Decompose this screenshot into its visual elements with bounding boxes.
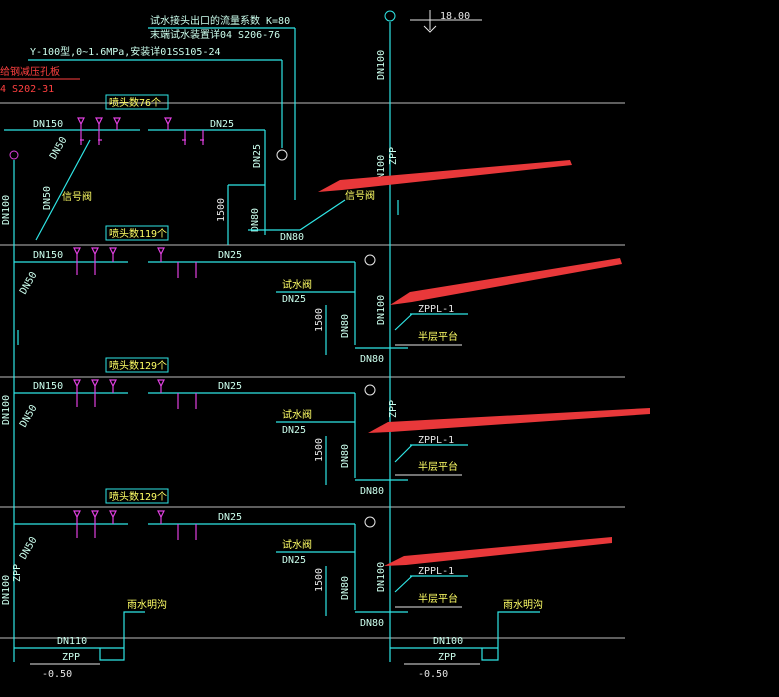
floor-block-2: 喷头数119个 DN150 DN25 DN50 试水阀 DN25 1500 DN… [14,225,468,365]
svg-text:DN100: DN100 [1,575,12,605]
svg-text:DN50: DN50 [42,186,53,210]
top-elevation: 18.00 DN100 [376,10,482,80]
pipe-label-dn25-1: DN25 [210,119,234,130]
svg-text:DN150: DN150 [33,250,63,261]
svg-text:ZPP: ZPP [438,652,456,663]
floor-block-1: 喷头数76个 DN150 DN25 DN25 1500 DN80 DN80 信号… [1,94,399,245]
note-test-outlet: 试水接头出口的流量系数 K=80 [150,14,290,27]
arrow-4 [384,537,612,566]
svg-text:DN80: DN80 [250,208,261,232]
elevation-top: 18.00 [440,11,470,22]
svg-text:DN25: DN25 [252,144,263,168]
bottom-label-dn110: DN110 [57,636,87,647]
svg-text:DN50: DN50 [18,535,40,561]
svg-text:1500: 1500 [216,198,227,222]
floor-lines [0,102,625,639]
arrow-2 [390,258,622,305]
svg-text:ZPP: ZPP [62,652,80,663]
svg-text:ZPP: ZPP [388,147,399,165]
svg-text:1500: 1500 [314,438,325,462]
svg-text:1500: 1500 [314,568,325,592]
signal-valve-label-1: 信号阀 [345,189,375,202]
svg-text:DN100: DN100 [376,562,387,592]
rain-ditch-left: 雨水明沟 [127,598,167,611]
svg-text:ZPP: ZPP [12,564,23,582]
svg-text:半层平台: 半层平台 [418,330,458,343]
svg-text:DN80: DN80 [340,576,351,600]
svg-text:ZPP: ZPP [388,400,399,418]
sprinkler-count-2: 喷头数119个 [109,227,167,240]
svg-text:DN25: DN25 [218,381,242,392]
bottom-section: DN110 ZPP -0.50 雨水明沟 DN100 ZPP -0.50 雨水明… [14,598,543,680]
svg-text:DN100: DN100 [376,155,387,185]
sprinklers-2 [73,247,197,278]
svg-text:DN80: DN80 [360,354,384,365]
pipe-label-dn150-1: DN150 [33,119,63,130]
svg-text:DN80: DN80 [280,232,304,243]
svg-text:DN100: DN100 [1,195,12,225]
svg-text:半层平台: 半层平台 [418,460,458,473]
svg-text:DN25: DN25 [282,294,306,305]
svg-text:DN80: DN80 [360,618,384,629]
note-test-device: 末端试水装置详04 S206-76 [150,28,280,41]
svg-text:DN100: DN100 [433,636,463,647]
note-orifice-plate: 给钢减压孔板 [0,65,60,78]
svg-text:DN100: DN100 [1,395,12,425]
svg-text:DN50: DN50 [48,135,70,161]
elevation-bottom-left: -0.50 [42,669,72,680]
svg-text:DN80: DN80 [360,486,384,497]
svg-text:DN50: DN50 [18,270,40,296]
arrow-1 [318,160,572,192]
svg-text:DN25: DN25 [218,512,242,523]
note-orifice-ref: 4 S202-31 [0,84,54,95]
svg-text:半层平台: 半层平台 [418,592,458,605]
elevation-bottom-right: -0.50 [418,669,448,680]
svg-text:1500: 1500 [314,308,325,332]
svg-text:DN25: DN25 [218,250,242,261]
sprinklers-1 [77,117,204,145]
pressure-gauge-icon [276,149,288,161]
floor-block-4: 喷头数129个 DN25 DN50 ZPP DN100 试水阀 DN25 150… [1,488,468,629]
riser-tag-4: ZPPL-1 [418,566,454,577]
sprinkler-count-3: 喷头数129个 [109,359,167,372]
svg-text:DN50: DN50 [18,403,40,429]
arrow-3 [368,408,650,433]
sprinkler-count-1: 喷头数76个 [109,96,161,109]
sprinklers-4 [73,510,197,540]
svg-text:试水阀: 试水阀 [282,538,312,551]
sprinkler-count-4: 喷头数129个 [109,490,167,503]
svg-text:DN25: DN25 [282,555,306,566]
rain-ditch-right: 雨水明沟 [503,598,543,611]
top-notes: 试水接头出口的流量系数 K=80 末端试水装置详04 S206-76 Y-100… [0,14,296,200]
annotation-arrows [318,160,650,566]
svg-text:试水阀: 试水阀 [282,408,312,421]
svg-text:DN100: DN100 [376,295,387,325]
riser-label-top: DN100 [376,50,387,80]
signal-valve-label-1b: 信号阀 [62,190,92,203]
riser-tag-3: ZPPL-1 [418,435,454,446]
riser-tag-2: ZPPL-1 [418,304,454,315]
svg-text:DN80: DN80 [340,314,351,338]
svg-text:试水阀: 试水阀 [282,278,312,291]
svg-text:DN150: DN150 [33,381,63,392]
top-gauge-icon [384,10,396,22]
svg-text:DN80: DN80 [340,444,351,468]
risers [13,22,391,662]
svg-text:DN25: DN25 [282,425,306,436]
note-gauge-spec: Y-100型,0~1.6MPa,安装详01SS105-24 [30,45,221,58]
sprinklers-3 [73,379,197,409]
